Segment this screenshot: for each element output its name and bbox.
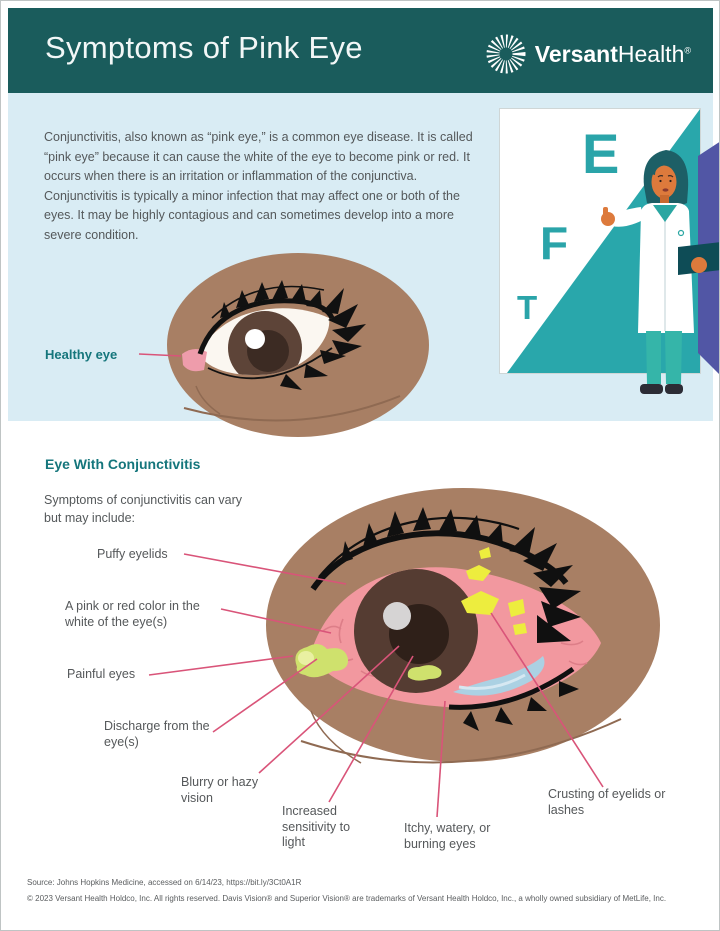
doctor-face [651, 165, 677, 199]
symptom-label-light-sensitivity: Increased sensitivity to light [282, 804, 351, 849]
registered-mark: ® [684, 44, 691, 55]
symptom-label-itchy-watery: Itchy, watery, or burning eyes [404, 821, 491, 851]
watery-area [453, 656, 545, 696]
sunburst-icon [486, 34, 526, 74]
symptom-label-discharge: Discharge from the eye(s) [104, 719, 210, 749]
crust-patches [461, 547, 527, 635]
brand-name: VersantHealth® [534, 40, 691, 67]
healthy-iris [228, 311, 302, 376]
healthy-eye-label: Healthy eye [45, 347, 118, 362]
symptom-label-blurry-vision: Blurry or hazy vision [181, 775, 259, 805]
footer-source: Source: Johns Hopkins Medicine, accessed… [27, 878, 302, 887]
tear-duct [182, 348, 207, 372]
conjunctivitis-intro: Symptoms of conjunctivitis can vary but … [44, 493, 242, 525]
symptom-pointer-lines [148, 553, 604, 818]
footer-copyright: © 2023 Versant Health Holdco, Inc. All r… [27, 894, 667, 903]
healthy-eye-illustration [138, 253, 429, 437]
brand-logo: VersantHealth® [484, 32, 691, 76]
chart-letter-t: T [517, 289, 537, 326]
doctor-illustration [601, 142, 719, 394]
conjunctivitis-iris [354, 569, 478, 693]
page-title: Symptoms of Pink Eye [45, 30, 363, 65]
conjunctivitis-heading: Eye With Conjunctivitis [45, 456, 201, 472]
healthy-eye-pointer-line [138, 353, 182, 357]
symptom-label-crusting: Crusting of eyelids or lashes [548, 787, 666, 817]
chart-letter-f: F [540, 217, 568, 269]
symptom-label-puffy-eyelids: Puffy eyelids [97, 547, 168, 561]
conjunctivitis-eye-illustration [148, 488, 660, 818]
header-bar: Symptoms of Pink Eye VersantHealth® [8, 8, 713, 93]
pointing-hand [601, 212, 615, 226]
intro-paragraph: Conjunctivitis, also known as “pink eye,… [44, 130, 473, 242]
symptom-label-painful-eyes: Painful eyes [67, 667, 136, 681]
chart-letter-e: E [582, 122, 619, 185]
symptom-label-pink-or-red-color: A pink or red color in the white of the … [65, 599, 200, 629]
intro-section: Conjunctivitis, also known as “pink eye,… [8, 93, 719, 421]
